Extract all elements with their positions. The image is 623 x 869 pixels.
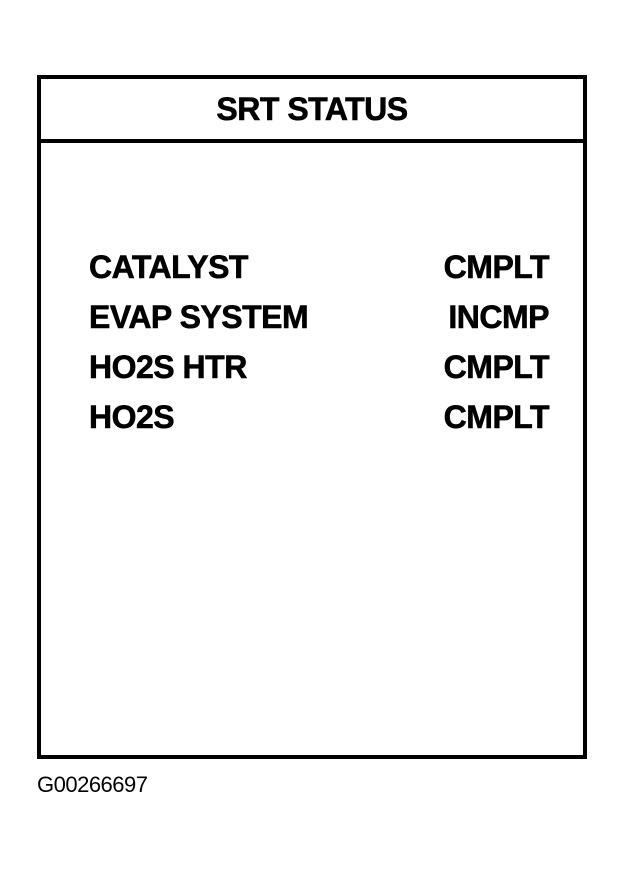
status-label: EVAP SYSTEM	[89, 298, 309, 335]
screen-title: SRT STATUS	[216, 90, 408, 127]
srt-status-list: CATALYST CMPLT EVAP SYSTEM INCMP HO2S HT…	[89, 242, 550, 442]
status-row-ho2s: HO2S CMPLT	[89, 392, 550, 442]
scan-tool-screen: SRT STATUS CATALYST CMPLT EVAP SYSTEM IN…	[37, 75, 587, 759]
status-value: CMPLT	[443, 248, 549, 285]
screen-header: SRT STATUS	[41, 79, 583, 143]
status-row-evap-system: EVAP SYSTEM INCMP	[89, 292, 550, 342]
status-label: HO2S	[89, 398, 175, 435]
status-row-ho2s-htr: HO2S HTR CMPLT	[89, 342, 550, 392]
status-value: CMPLT	[443, 398, 549, 435]
status-value: CMPLT	[443, 348, 549, 385]
status-row-catalyst: CATALYST CMPLT	[89, 242, 550, 292]
status-label: CATALYST	[89, 248, 249, 285]
status-label: HO2S HTR	[89, 348, 248, 385]
figure-id: G00266697	[37, 772, 148, 797]
status-value: INCMP	[448, 298, 550, 335]
